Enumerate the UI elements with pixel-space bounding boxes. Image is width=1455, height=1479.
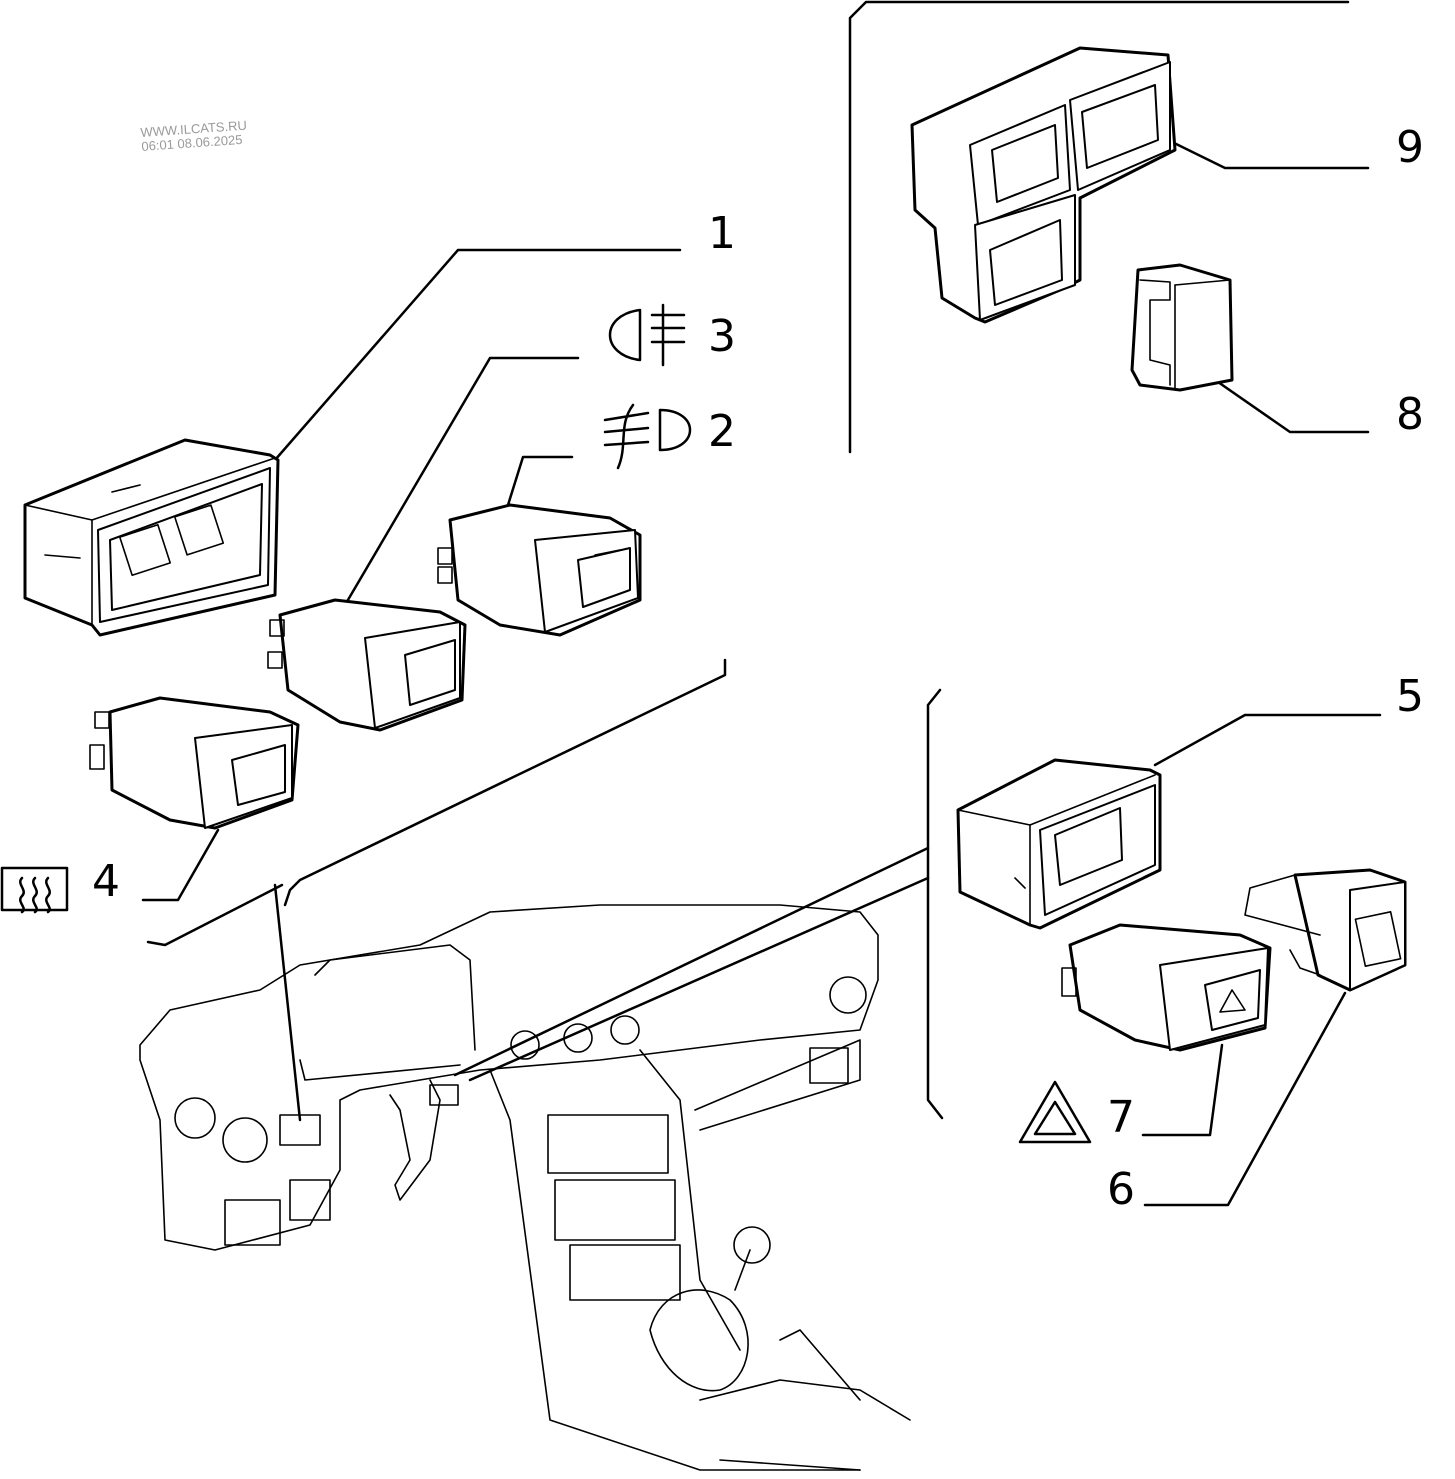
callout-5: 5 <box>1396 671 1424 722</box>
leader-5 <box>1155 715 1380 765</box>
callout-2: 2 <box>708 406 736 457</box>
part-3-rear-fog-switch <box>268 600 465 730</box>
rear-fog-light-icon <box>610 305 684 365</box>
callout-7: 7 <box>1107 1092 1135 1143</box>
callout-3: 3 <box>708 311 736 362</box>
leader-lines <box>143 140 1380 1205</box>
part-1-switch-housing <box>25 440 278 635</box>
hazard-warning-icon <box>1020 1082 1090 1142</box>
leader-3 <box>345 358 578 605</box>
part-5-single-housing <box>958 760 1160 928</box>
leader-2 <box>508 457 572 505</box>
callout-6: 6 <box>1107 1164 1135 1215</box>
part-2-front-fog-switch <box>438 505 640 635</box>
leader-6 <box>1145 993 1345 1205</box>
part-6-hazard-cap <box>1245 870 1405 990</box>
callout-1: 1 <box>708 208 736 259</box>
front-fog-light-icon <box>605 405 690 468</box>
callout-8: 8 <box>1396 389 1424 440</box>
rear-window-defrost-icon <box>2 868 67 912</box>
section-separators <box>148 2 1348 1118</box>
dashboard-overview <box>140 905 910 1470</box>
leader-1 <box>275 250 680 460</box>
part-4-rear-defrost-switch <box>90 698 298 828</box>
pointer-center-dash-a <box>455 848 928 1075</box>
leader-8 <box>1218 382 1368 432</box>
leader-9 <box>1168 140 1368 168</box>
part-7-hazard-switch <box>1062 925 1270 1050</box>
leader-7 <box>1143 1045 1222 1135</box>
callout-9: 9 <box>1396 122 1424 173</box>
pointer-left-dash <box>275 885 300 1120</box>
part-8-blanking-cap <box>1132 265 1232 390</box>
part-9-triple-housing <box>912 48 1175 322</box>
callout-4: 4 <box>92 856 120 907</box>
leader-4 <box>143 830 218 900</box>
